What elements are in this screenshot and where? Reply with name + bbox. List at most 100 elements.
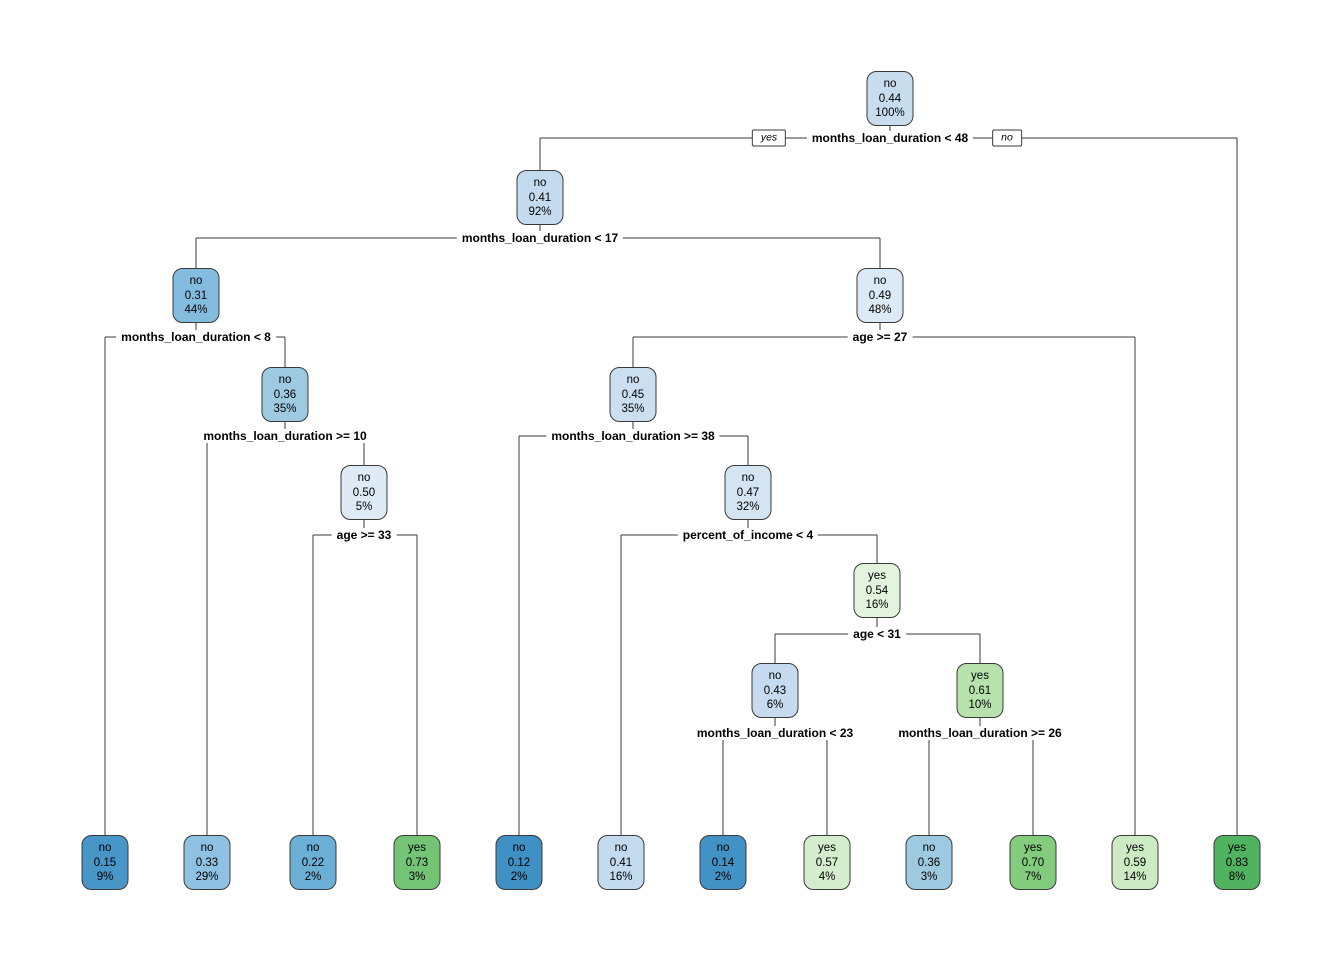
node-prob-label: 0.33 <box>195 856 219 869</box>
node-pct-label: 44% <box>184 304 208 317</box>
split-condition-label: months_loan_duration < 8 <box>116 330 276 344</box>
node-class-label: yes <box>408 842 426 854</box>
leaf-node-l4: yes 0.73 3% <box>393 835 441 890</box>
node-class-label: yes <box>971 670 989 682</box>
node-pct-label: 2% <box>510 871 528 884</box>
node-prob-label: 0.49 <box>868 289 892 302</box>
node-pct-label: 35% <box>273 403 297 416</box>
node-pct-label: 7% <box>1024 871 1042 884</box>
tree-node-n3: no 0.36 35% <box>261 367 309 422</box>
node-pct-label: 35% <box>621 403 645 416</box>
leaf-node-l10: yes 0.70 7% <box>1009 835 1057 890</box>
tree-node-n7: no 0.47 32% <box>724 465 772 520</box>
node-prob-label: 0.41 <box>528 191 552 204</box>
node-pct-label: 100% <box>875 107 905 120</box>
node-prob-label: 0.70 <box>1021 856 1045 869</box>
node-pct-label: 29% <box>195 871 219 884</box>
leaf-node-l7: no 0.14 2% <box>699 835 747 890</box>
node-prob-label: 0.14 <box>711 856 735 869</box>
leaf-node-l2: no 0.33 29% <box>183 835 231 890</box>
node-class-label: no <box>98 842 112 854</box>
node-class-label: no <box>922 842 936 854</box>
leaf-node-l6: no 0.41 16% <box>597 835 645 890</box>
leaf-node-l12: yes 0.83 8% <box>1213 835 1261 890</box>
node-pct-label: 8% <box>1228 871 1246 884</box>
node-class-label: yes <box>1126 842 1144 854</box>
split-condition-label: percent_of_income < 4 <box>677 528 819 542</box>
node-class-label: no <box>278 374 292 386</box>
node-prob-label: 0.15 <box>93 856 117 869</box>
node-prob-label: 0.44 <box>878 92 902 105</box>
node-class-label: yes <box>818 842 836 854</box>
node-prob-label: 0.22 <box>301 856 325 869</box>
node-class-label: yes <box>868 570 886 582</box>
node-pct-label: 16% <box>865 599 889 612</box>
tree-node-n1: no 0.41 92% <box>516 170 564 225</box>
split-condition-label: months_loan_duration >= 26 <box>893 726 1067 740</box>
leaf-node-l5: no 0.12 2% <box>495 835 543 890</box>
node-pct-label: 32% <box>736 501 760 514</box>
node-class-label: no <box>614 842 628 854</box>
split-condition-label: age < 31 <box>848 627 906 641</box>
node-prob-label: 0.36 <box>917 856 941 869</box>
node-prob-label: 0.59 <box>1123 856 1147 869</box>
tree-node-n5: no 0.49 48% <box>856 268 904 323</box>
node-prob-label: 0.57 <box>815 856 839 869</box>
node-prob-label: 0.41 <box>609 856 633 869</box>
node-class-label: no <box>741 472 755 484</box>
tree-node-root: no 0.44 100% <box>866 71 914 126</box>
node-pct-label: 5% <box>355 501 373 514</box>
tree-node-n6: no 0.45 35% <box>609 367 657 422</box>
node-class-label: no <box>200 842 214 854</box>
node-class-label: no <box>189 275 203 287</box>
node-prob-label: 0.61 <box>968 684 992 697</box>
node-pct-label: 2% <box>714 871 732 884</box>
node-class-label: no <box>626 374 640 386</box>
node-class-label: no <box>533 177 547 189</box>
node-pct-label: 2% <box>304 871 322 884</box>
node-prob-label: 0.45 <box>621 388 645 401</box>
tree-node-n8: yes 0.54 16% <box>853 563 901 618</box>
node-prob-label: 0.31 <box>184 289 208 302</box>
node-class-label: no <box>512 842 526 854</box>
node-class-label: yes <box>1024 842 1042 854</box>
node-pct-label: 14% <box>1123 871 1147 884</box>
node-class-label: no <box>357 472 371 484</box>
split-condition-label: months_loan_duration >= 10 <box>198 429 372 443</box>
node-prob-label: 0.12 <box>507 856 531 869</box>
node-prob-label: 0.47 <box>736 486 760 499</box>
node-class-label: no <box>716 842 730 854</box>
node-prob-label: 0.43 <box>763 684 787 697</box>
branch-label-no: no <box>992 129 1022 147</box>
tree-node-n10: yes 0.61 10% <box>956 663 1004 718</box>
node-pct-label: 9% <box>96 871 114 884</box>
node-pct-label: 16% <box>609 871 633 884</box>
node-pct-label: 92% <box>528 206 552 219</box>
node-prob-label: 0.73 <box>405 856 429 869</box>
node-pct-label: 48% <box>868 304 892 317</box>
node-prob-label: 0.36 <box>273 388 297 401</box>
node-class-label: no <box>883 78 897 90</box>
node-pct-label: 4% <box>818 871 836 884</box>
node-class-label: no <box>873 275 887 287</box>
leaf-node-l11: yes 0.59 14% <box>1111 835 1159 890</box>
split-condition-label: months_loan_duration < 17 <box>456 231 624 245</box>
node-pct-label: 10% <box>968 699 992 712</box>
split-condition-label: age >= 27 <box>847 330 913 344</box>
node-pct-label: 3% <box>408 871 426 884</box>
node-prob-label: 0.54 <box>865 584 889 597</box>
node-class-label: no <box>768 670 782 682</box>
node-class-label: no <box>306 842 320 854</box>
node-pct-label: 6% <box>766 699 784 712</box>
split-condition-label: months_loan_duration < 48 <box>806 131 974 145</box>
node-prob-label: 0.83 <box>1225 856 1249 869</box>
leaf-node-l8: yes 0.57 4% <box>803 835 851 890</box>
split-condition-label: months_loan_duration < 23 <box>691 726 859 740</box>
branch-label-yes: yes <box>751 129 787 147</box>
node-class-label: yes <box>1228 842 1246 854</box>
split-condition-label: age >= 33 <box>331 528 397 542</box>
